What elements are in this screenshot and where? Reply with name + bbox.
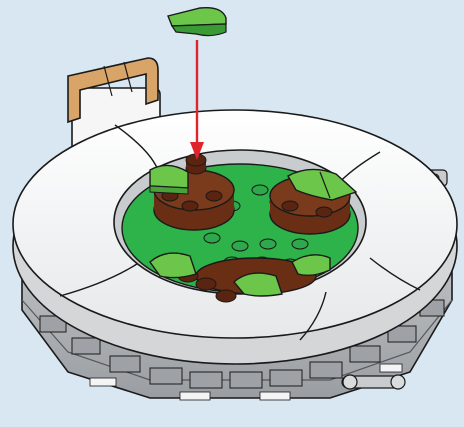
- bottom-accessory: [342, 375, 405, 389]
- placement-arrow-icon: [190, 40, 204, 160]
- falling-quarter-tile-icon: [168, 8, 226, 36]
